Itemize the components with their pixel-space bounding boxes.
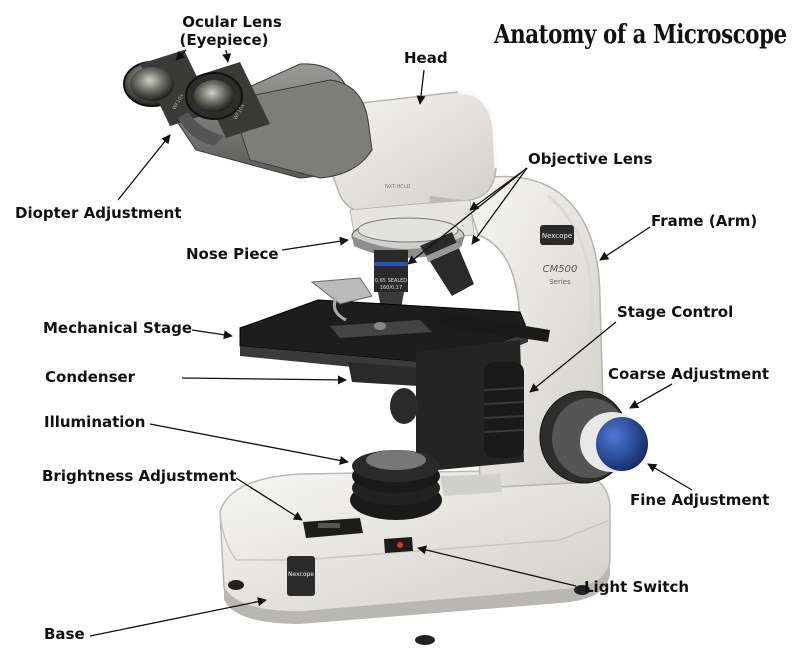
label-objective-lens: Objective Lens: [528, 150, 653, 168]
illuminator-part: [350, 450, 502, 520]
label-frame-arm: Frame (Arm): [651, 212, 758, 230]
label-light-switch: Light Switch: [584, 578, 690, 596]
objective-text: 0.65 SEALED: [375, 278, 407, 284]
label-coarse-adjustment: Coarse Adjustment: [608, 365, 770, 383]
label-ocular-lens: Ocular Lens: [182, 13, 282, 31]
stage-control-knob: [484, 362, 524, 458]
nosepiece-part: 0.65 SEALED 160/0.17: [351, 217, 474, 314]
arm-brand-plate: [540, 225, 574, 245]
objective-front: [374, 250, 408, 292]
focus-knobs: [539, 390, 648, 484]
label-diopter-adjustment: Diopter Adjustment: [15, 204, 182, 222]
objective-right: [420, 232, 474, 296]
label-brightness-adjustment: Brightness Adjustment: [42, 467, 237, 485]
label-base: Base: [44, 625, 85, 643]
leader-lines: [89, 49, 693, 637]
label-nose-piece: Nose Piece: [186, 245, 279, 263]
page-title: Anatomy of a Microscope: [494, 20, 787, 50]
eyepiece-tubes: WF10x WF10x: [123, 50, 373, 179]
label-head: Head: [404, 49, 448, 67]
label-fine-adjustment: Fine Adjustment: [630, 491, 770, 509]
label-condenser: Condenser: [45, 368, 136, 386]
label-stage-control: Stage Control: [617, 303, 734, 321]
model-text: CM500: [543, 264, 578, 275]
fine-knob: [596, 417, 648, 471]
base-brand-plate: [287, 556, 315, 596]
base-brand-text: Nexcope: [288, 571, 314, 578]
label-mechanical-stage: Mechanical Stage: [43, 319, 192, 337]
focus-block: [390, 340, 525, 472]
label-illumination: Illumination: [44, 413, 146, 431]
arm-brand-text: Nexcope: [542, 232, 572, 240]
base-part: Nexcope: [219, 469, 611, 645]
head-code-text: NXT-HCLD: [385, 184, 411, 190]
series-text: Series: [549, 278, 571, 286]
label-eyepiece: (Eyepiece): [179, 31, 269, 49]
objective-text2: 160/0.17: [380, 285, 402, 291]
